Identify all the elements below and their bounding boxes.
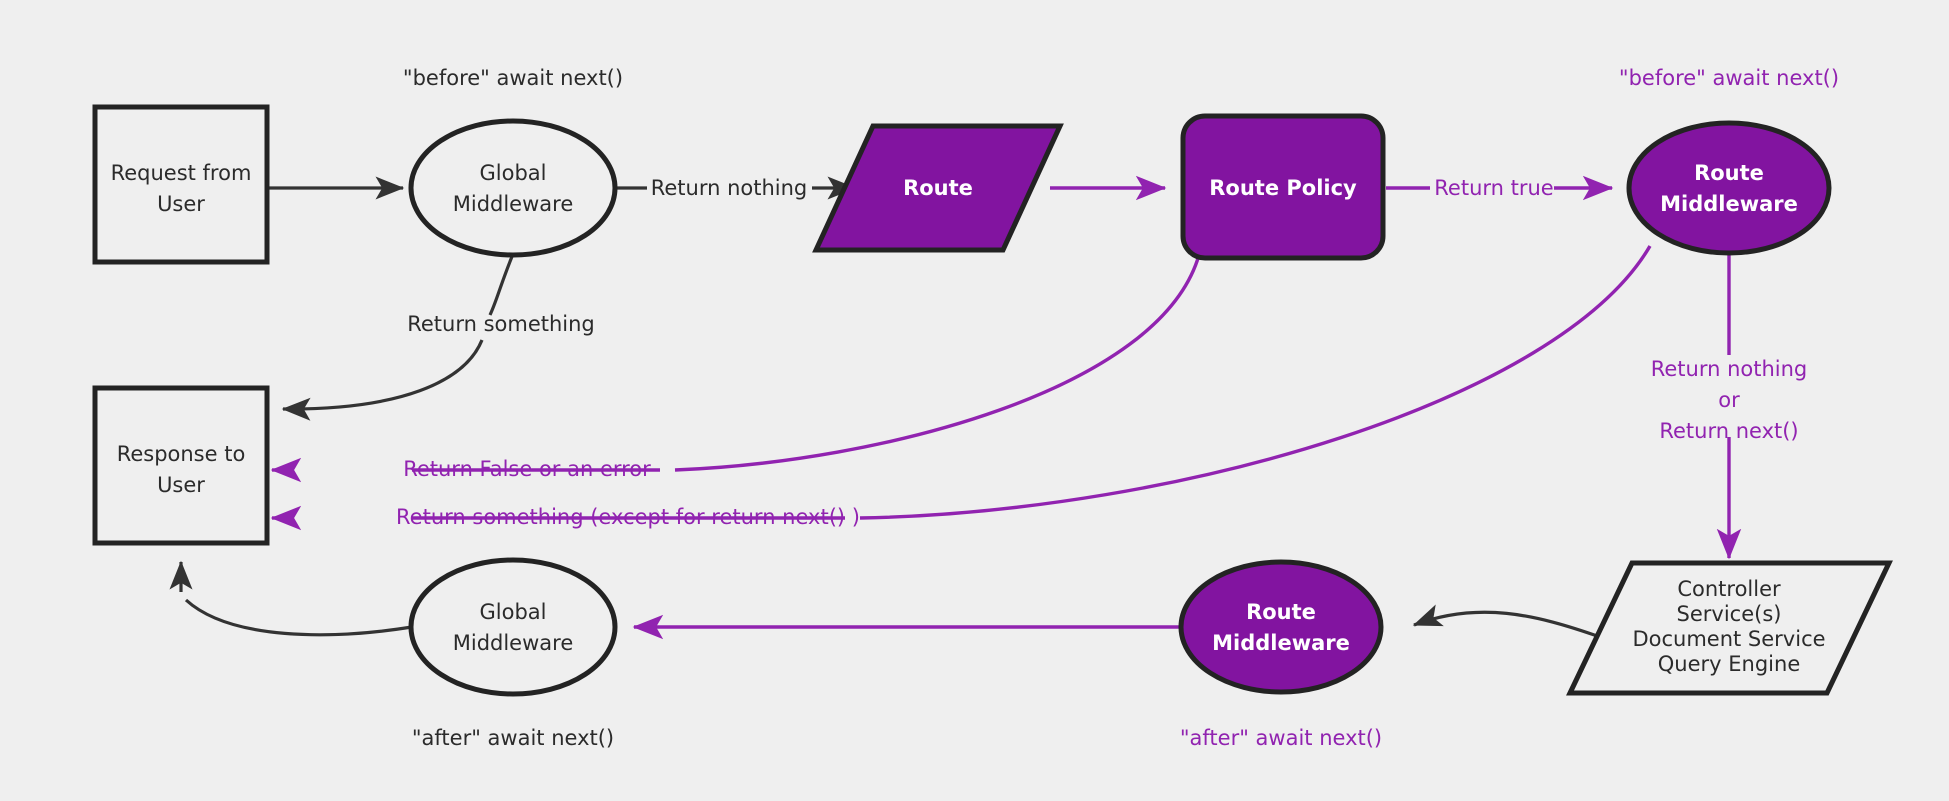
edge-label-return-true: Return true xyxy=(1434,176,1553,200)
global-middleware-bottom-label-line2: Middleware xyxy=(453,631,574,655)
edge-controller-to-rm-bottom xyxy=(1412,604,1601,639)
node-route-policy[interactable]: Route Policy xyxy=(1180,113,1386,261)
edge-label-return-nothing-or-next-line3: Return next() xyxy=(1659,419,1798,443)
edge-rm-to-response-curve xyxy=(859,245,1652,520)
edge-label-return-nothing-or-next-line2: or xyxy=(1718,388,1740,412)
route-middleware-bottom-label-line1: Route xyxy=(1246,600,1316,624)
route-label: Route xyxy=(903,176,973,200)
route-policy-shape xyxy=(1180,113,1386,261)
edge-label-return-something: Return something xyxy=(407,312,595,336)
response-to-user-shape xyxy=(92,385,270,546)
node-controller-services[interactable]: Controller Service(s) Document Service Q… xyxy=(1566,560,1893,696)
node-request-from-user[interactable]: Request from User xyxy=(92,104,270,265)
controller-label-line4: Query Engine xyxy=(1658,652,1800,676)
node-route[interactable]: Route xyxy=(812,123,1064,253)
controller-label-line3: Document Service xyxy=(1632,627,1825,651)
global-middleware-top-label-line2: Middleware xyxy=(453,192,574,216)
edge-global-to-response-lower xyxy=(281,339,484,421)
request-from-user-label-line1: Request from xyxy=(111,161,252,185)
node-route-middleware-top[interactable]: Route Middleware xyxy=(1626,120,1832,256)
route-middleware-bottom-label-line2: Middleware xyxy=(1212,631,1350,655)
edge-gm-bottom-to-response-curve xyxy=(184,598,413,637)
response-to-user-label-line1: Response to xyxy=(117,442,246,466)
global-middleware-top-label-line1: Global xyxy=(480,161,547,185)
edge-label-return-nothing-or-next-line1: Return nothing xyxy=(1651,357,1808,381)
edge-label-return-nothing: Return nothing xyxy=(651,176,808,200)
controller-label-line1: Controller xyxy=(1677,577,1781,601)
edge-policy-to-response-curve xyxy=(674,254,1201,472)
route-policy-label: Route Policy xyxy=(1209,176,1357,200)
node-global-middleware-top[interactable]: Global Middleware xyxy=(408,118,618,258)
edge-global-to-response-upper xyxy=(488,253,515,316)
annotation-before-await-next-route: "before" await next() xyxy=(1619,66,1839,90)
request-from-user-shape xyxy=(92,104,270,265)
node-route-middleware-bottom[interactable]: Route Middleware xyxy=(1178,559,1384,695)
edge-label-return-false-or-error: Return False or an error xyxy=(403,457,651,481)
route-middleware-top-shape xyxy=(1626,120,1832,256)
route-middleware-bottom-shape xyxy=(1178,559,1384,695)
controller-services-shape xyxy=(1566,560,1893,696)
global-middleware-bottom-shape xyxy=(408,557,618,697)
route-middleware-top-label-line1: Route xyxy=(1694,161,1764,185)
annotation-after-await-next-global: "after" await next() xyxy=(412,726,614,750)
request-from-user-label-line2: User xyxy=(157,192,205,216)
controller-label-line2: Service(s) xyxy=(1677,602,1782,626)
node-global-middleware-bottom[interactable]: Global Middleware xyxy=(408,557,618,697)
annotation-before-await-next-global: "before" await next() xyxy=(403,66,623,90)
edge-label-return-something-except-next: Return something (except for return next… xyxy=(396,505,860,529)
route-middleware-top-label-line2: Middleware xyxy=(1660,192,1798,216)
global-middleware-bottom-label-line1: Global xyxy=(480,600,547,624)
route-shape xyxy=(812,123,1064,253)
response-to-user-label-line2: User xyxy=(157,473,205,497)
node-response-to-user[interactable]: Response to User xyxy=(92,385,270,546)
global-middleware-top-shape xyxy=(408,118,618,258)
annotation-after-await-next-route: "after" await next() xyxy=(1180,726,1382,750)
